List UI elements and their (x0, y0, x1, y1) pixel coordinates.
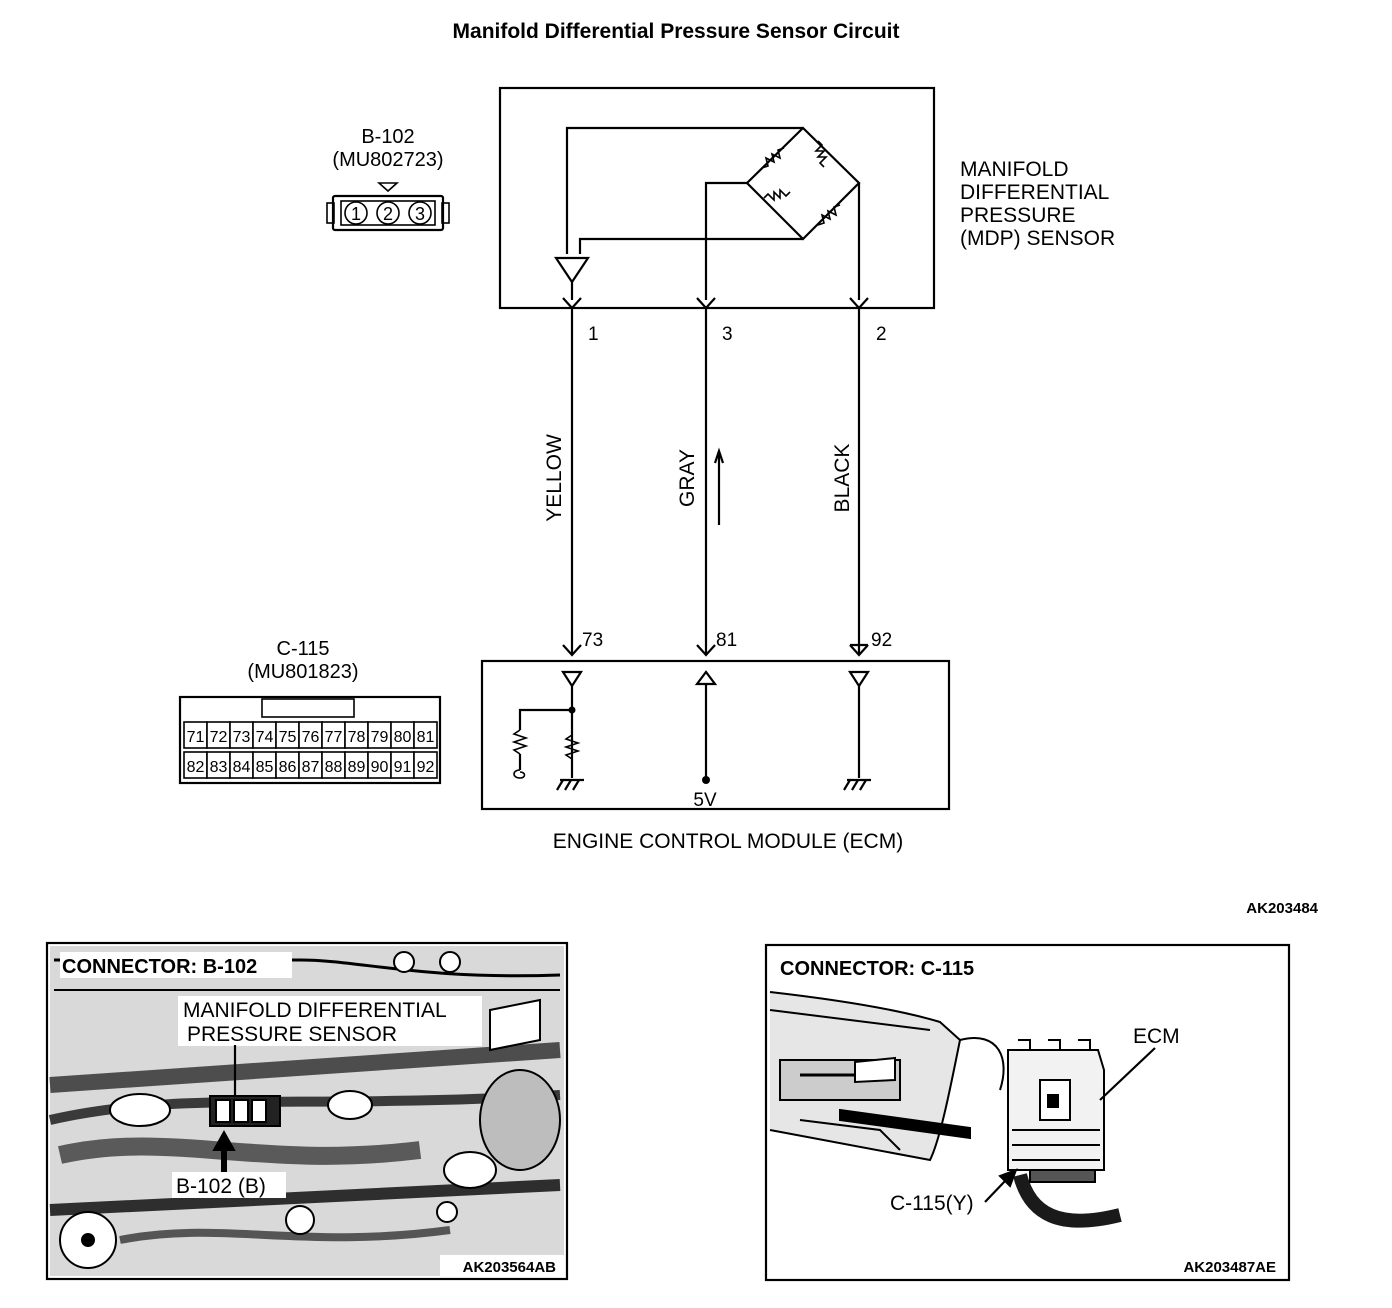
wire-color-black: BLACK (831, 444, 854, 513)
c115-pin-label: 87 (302, 759, 320, 776)
c115-pin-label: 92 (417, 759, 435, 776)
engine-bay-photo (48, 946, 564, 1276)
b102-pin-label: 1 (351, 204, 361, 224)
ecm-pin-number: 92 (871, 630, 892, 651)
sensor-pin-number: 3 (722, 324, 733, 345)
sensor-box (498, 86, 936, 310)
panel-left-pointer-label: B-102 (B) (176, 1175, 266, 1198)
diagram-title: Manifold Differential Pressure Sensor Ci… (453, 20, 900, 43)
b102-pin-label: 2 (383, 204, 393, 224)
panel-left-code: AK203564AB (463, 1259, 557, 1276)
panel-right-pointer-label: C-115(Y) (890, 1192, 974, 1215)
b102-pin-label: 3 (415, 204, 425, 224)
sensor-label-line: MANIFOLD (960, 158, 1069, 181)
ecm-label: ENGINE CONTROL MODULE (ECM) (553, 830, 903, 853)
wire-color-yellow: YELLOW (543, 434, 566, 522)
connector-key-icon (376, 182, 400, 193)
dashboard-photo (769, 991, 1122, 1228)
sensor-label-line: DIFFERENTIAL (960, 181, 1109, 204)
sensor-label-line: (MDP) SENSOR (960, 227, 1115, 250)
c115-pin-label: 77 (325, 729, 343, 746)
panel-left-callout-line: PRESSURE SENSOR (187, 1023, 397, 1046)
ecm-supply-voltage: 5V (693, 790, 717, 811)
c115-pin-label: 90 (371, 759, 389, 776)
c115-pin-label: 73 (233, 729, 251, 746)
connector-c115-photo-panel: CONNECTOR: C-115 ECM C-115(Y) AK203487AE (764, 943, 1291, 1282)
pointer-arrow-icon (998, 1168, 1018, 1188)
ecm-pin-number: 73 (582, 630, 603, 651)
c115-pin-label: 74 (256, 729, 274, 746)
c115-pin-label: 78 (348, 729, 366, 746)
panel-right-title: CONNECTOR: C-115 (780, 958, 974, 980)
sensor-pin-number: 1 (588, 324, 599, 345)
c115-pin-label: 82 (187, 759, 205, 776)
c115-pin-label: 86 (279, 759, 297, 776)
pointer-arrow-icon (212, 1129, 236, 1173)
sensor-pin-number: 2 (876, 324, 887, 345)
wire-color-gray: GRAY (676, 449, 699, 507)
c115-id: C-115 (277, 638, 330, 660)
c115-pin-label: 88 (325, 759, 343, 776)
b102-part: (MU802723) (332, 149, 443, 171)
panel-left-title: CONNECTOR: B-102 (62, 956, 257, 978)
c115-pin-label: 85 (256, 759, 274, 776)
ground-icon (843, 778, 871, 791)
c115-pin-label: 81 (417, 729, 435, 746)
c115-pin-label: 84 (233, 759, 251, 776)
c115-part: (MU801823) (247, 661, 358, 683)
c115-pin-label: 71 (187, 729, 205, 746)
ecm-box (480, 659, 951, 811)
c115-connector-body (178, 695, 442, 785)
mdp-sensor-schematic: MANIFOLD DIFFERENTIAL PRESSURE (MDP) SEN… (498, 86, 1115, 310)
c115-pin-cell (413, 721, 438, 749)
b102-connector-block: B-102 (MU802723) 1 2 3 (326, 126, 450, 232)
wiring-harness: 1 3 2 YELLOW GRAY BLACK 73 81 92 (543, 308, 892, 657)
connector-b102-photo-panel: CONNECTOR: B-102 MANIFOLD DIFFERENTIAL P… (45, 941, 569, 1281)
ground-icon (556, 778, 584, 791)
c115-pin-label: 76 (302, 729, 320, 746)
ecm-pin-number: 81 (716, 630, 737, 651)
panel-right-code: AK203487AE (1183, 1259, 1276, 1276)
sensor-label-line: PRESSURE (960, 204, 1076, 227)
b102-connector-body (331, 194, 445, 232)
c115-pin-grid: 71 72 73 74 75 76 77 78 79 80 81 82 83 84 85 86 87 88 89 90… (183, 721, 438, 779)
c115-pin-label: 80 (394, 729, 412, 746)
c115-pin-label: 72 (210, 729, 228, 746)
c115-pin-label: 91 (394, 759, 412, 776)
c115-pin-label: 79 (371, 729, 389, 746)
panel-left-callout-line: MANIFOLD DIFFERENTIAL (183, 999, 447, 1022)
c115-connector-block: C-115 (MU801823) 71 72 73 74 75 76 77 78 79 80 81 8… (178, 638, 442, 785)
ecm-schematic: 5V ENGINE CONTROL MODULE (ECM) (480, 659, 951, 853)
c115-pin-cell (413, 751, 438, 779)
b102-id: B-102 (361, 126, 414, 148)
c115-pin-label: 83 (210, 759, 228, 776)
c115-pin-label: 75 (279, 729, 297, 746)
c115-pin-label: 89 (348, 759, 366, 776)
figure-code: AK203484 (1246, 900, 1318, 917)
panel-right-ecm-label: ECM (1133, 1025, 1180, 1048)
